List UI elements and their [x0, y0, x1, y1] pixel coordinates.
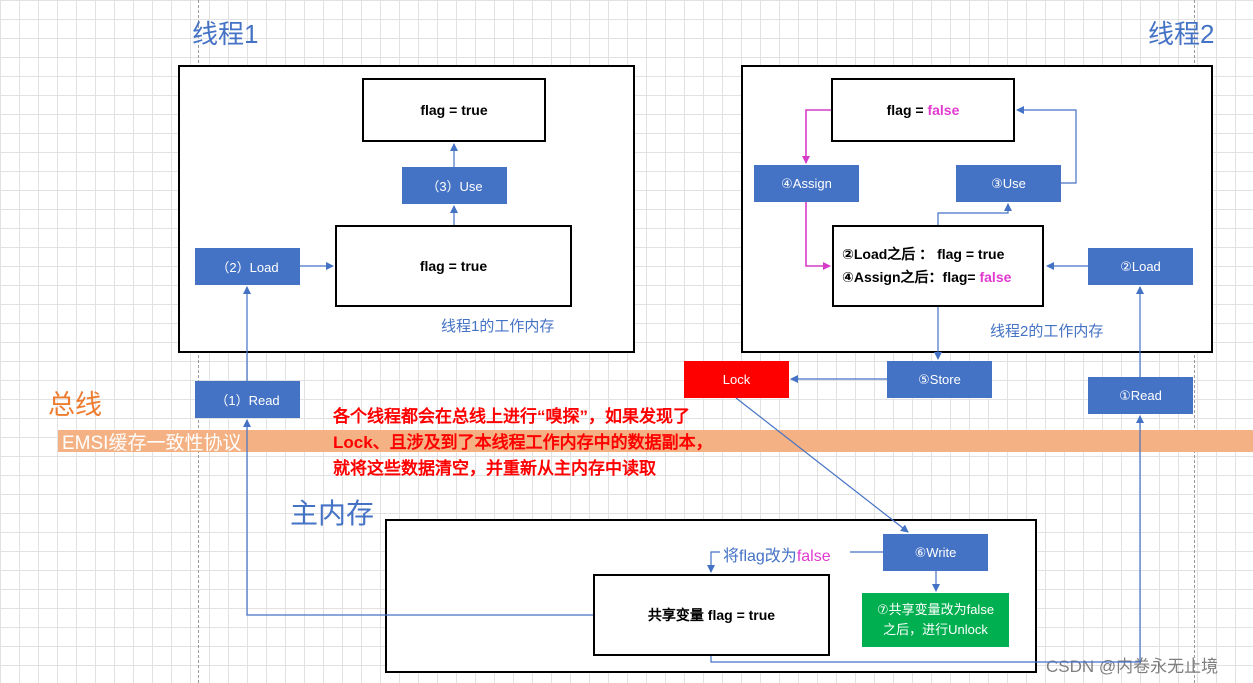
change-flag-prefix: 将flag改为: [723, 548, 797, 565]
connector-t1-shared-to-read: [243, 419, 593, 616]
thread1-use-flag-box: flag = true: [362, 78, 546, 142]
thread2-flag-value: false: [927, 102, 960, 118]
connector-assign-to-box: [805, 202, 831, 270]
shared-variable-box: 共享变量 flag = true: [593, 574, 830, 656]
thread1-memory-label: 线程1的工作内存: [441, 318, 555, 335]
bus-note-line-2: Lock、且涉及到了本线程工作内存中的数据副本，: [333, 433, 713, 452]
lock-button[interactable]: Lock: [684, 361, 789, 398]
write-button[interactable]: ⑥Write: [883, 534, 988, 571]
connector-lock-to-write: [735, 397, 909, 533]
connector-write-to-shared: [711, 551, 883, 572]
thread2-memory-label: 线程2的工作内存: [990, 323, 1104, 340]
main-memory-title: 主内存: [290, 498, 375, 529]
thread1-load-button[interactable]: （2）Load: [195, 248, 300, 285]
unlock-line-2: 之后，进行Unlock: [883, 622, 988, 637]
thread2-flag-false-box: flag = false: [831, 78, 1015, 142]
thread2-assign-after-value: false: [979, 269, 1012, 285]
thread2-store-button[interactable]: ⑤Store: [887, 361, 992, 398]
thread2-title: 线程2: [1148, 19, 1215, 49]
connector-t2-box-to-use: [937, 203, 1012, 225]
bus-title: 总线: [48, 390, 102, 420]
thread2-flag-prefix: flag =: [886, 102, 928, 118]
bus-note-line-3: 就将这些数据清空，并重新从主内存中读取: [333, 459, 656, 478]
thread1-title: 线程1: [192, 19, 259, 49]
unlock-button[interactable]: ⑦共享变量改为false 之后，进行Unlock: [862, 593, 1009, 647]
bus-note-line-1: 各个线程都会在总线上进行“嗅探”，如果发现了: [333, 407, 690, 426]
thread2-assign-after-text: ④Assign之后：flag= false: [842, 266, 1011, 289]
thread2-assign-after-prefix: ④Assign之后：flag=: [842, 269, 980, 285]
thread1-read-button[interactable]: （1）Read: [195, 381, 300, 418]
thread1-use-button[interactable]: （3）Use: [402, 167, 507, 204]
thread2-use-button[interactable]: ③Use: [956, 165, 1061, 202]
bus-band: [58, 430, 1253, 452]
connector-t2-main-to-read: [710, 415, 1144, 663]
bus-sniffing-note: 各个线程都会在总线上进行“嗅探”，如果发现了 Lock、且涉及到了本线程工作内存…: [333, 404, 713, 482]
unlock-line-1: ⑦共享变量改为false: [876, 602, 995, 617]
thread2-flag-state-box: ②Load之后 ： flag = true ④Assign之后：flag= fa…: [832, 225, 1044, 307]
bus-protocol-label: EMSI缓存一致性协议: [62, 433, 242, 454]
thread2-read-button[interactable]: ①Read: [1088, 377, 1193, 414]
change-flag-value: false: [796, 548, 831, 565]
thread2-load-after-text: ②Load之后 ： flag = true: [842, 246, 1005, 262]
thread1-load-flag-box: flag = true: [335, 225, 572, 307]
thread2-load-button[interactable]: ②Load: [1088, 248, 1193, 285]
change-flag-note: 将flag改为false: [723, 542, 831, 566]
connector-flag-to-assign: [802, 109, 831, 164]
thread2-assign-button[interactable]: ④Assign: [754, 165, 859, 202]
connector-t2-use-to-top: [1016, 106, 1077, 184]
